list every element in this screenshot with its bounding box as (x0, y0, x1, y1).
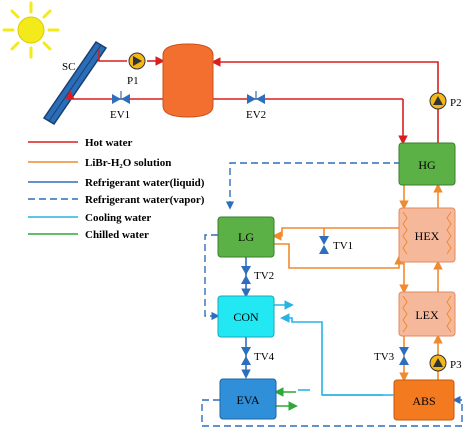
tv3-label: TV3 (374, 351, 395, 363)
ev1-label: EV1 (110, 109, 130, 121)
chilled-water-lines (274, 387, 298, 411)
legend-refrigerant-liquid: Refrigerant water(liquid) (85, 177, 205, 189)
sun-icon (2, 1, 60, 59)
legend-hot-water: Hot water (85, 137, 132, 149)
p1-label: P1 (127, 75, 139, 87)
refrigerant-vapor-lines (201, 162, 463, 427)
valve-tv4-icon[interactable] (241, 347, 251, 365)
sc-label: SC (62, 61, 75, 73)
cooling-water-lines (274, 300, 383, 396)
tv1-label: TV1 (333, 240, 353, 252)
hex-label: HEX (415, 229, 440, 243)
eva-evaporator[interactable] (219, 378, 277, 420)
legend-cooling-water: Cooling water (85, 212, 151, 224)
con-condenser[interactable] (217, 295, 275, 338)
pump-p2-icon[interactable] (429, 92, 447, 110)
abs-absorber[interactable] (393, 379, 455, 421)
hex-exchanger[interactable] (398, 207, 456, 263)
solution-lines (272, 183, 443, 382)
eva-label: EVA (236, 393, 259, 407)
valve-tv2-icon[interactable] (241, 266, 251, 284)
hg-generator[interactable] (398, 142, 456, 186)
pump-p1-icon[interactable] (128, 52, 146, 70)
solar-collector (42, 40, 108, 126)
storage-tank (162, 43, 214, 118)
lex-exchanger[interactable] (398, 291, 456, 337)
valve-ev2-icon[interactable] (247, 91, 265, 104)
legend-refrigerant-vapor: Refrigerant water(vapor) (85, 194, 205, 206)
lg-generator[interactable] (217, 216, 275, 258)
pump-p3-icon[interactable] (429, 354, 447, 372)
hot-water-loop (65, 50, 439, 145)
con-label: CON (233, 310, 259, 324)
valve-tv3-icon[interactable] (399, 347, 409, 365)
tv4-label: TV4 (254, 351, 275, 363)
abs-label: ABS (412, 394, 435, 408)
ev2-label: EV2 (246, 109, 266, 121)
p2-label: P2 (450, 97, 462, 109)
p3-label: P3 (450, 359, 462, 371)
legend-solution: LiBr-H₂O solution (85, 157, 171, 169)
valve-tv1-icon[interactable] (319, 236, 329, 254)
tv2-label: TV2 (254, 270, 274, 282)
valve-ev1-icon[interactable] (112, 91, 130, 104)
lex-label: LEX (415, 308, 439, 322)
legend: Hot water LiBr-H₂O solution Refrigerant … (28, 137, 205, 241)
hg-label: HG (418, 158, 436, 172)
lg-label: LG (238, 230, 254, 244)
legend-chilled-water: Chilled water (85, 229, 149, 241)
